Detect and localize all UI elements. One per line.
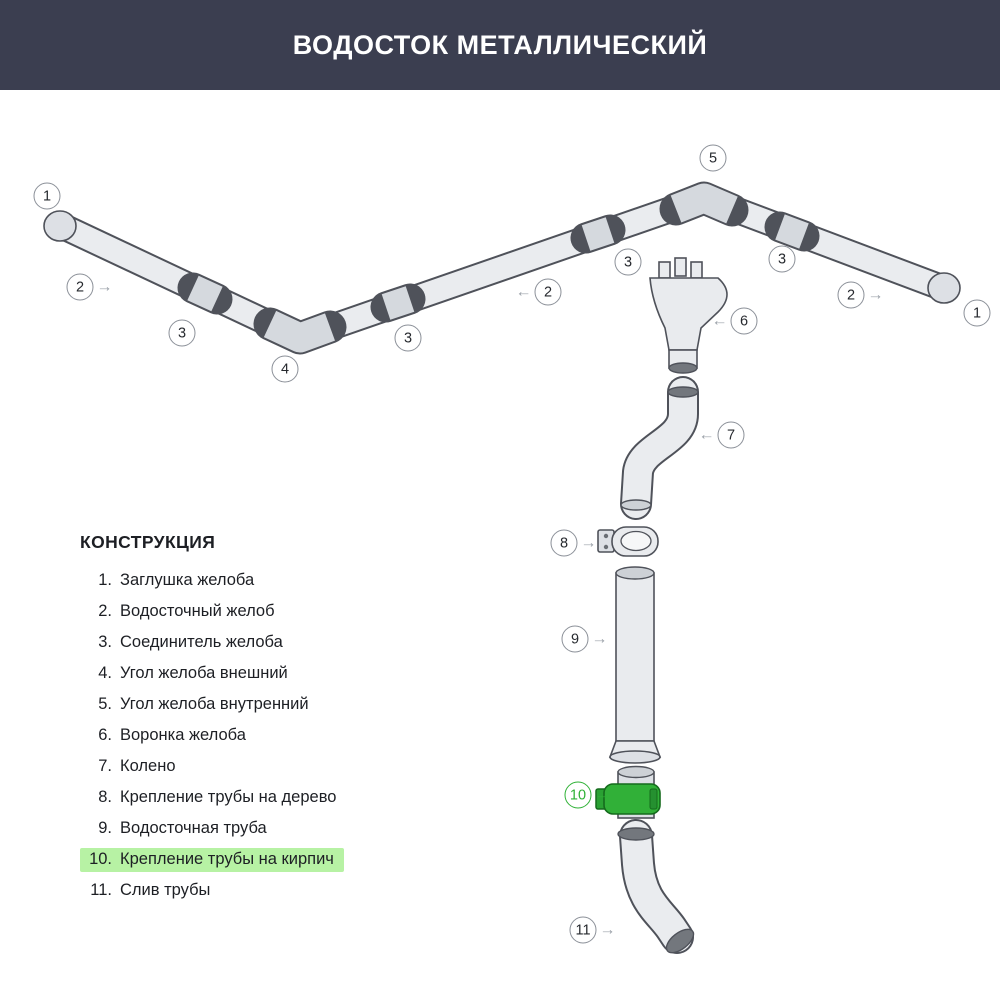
inner-corner-part [659, 181, 749, 227]
legend-item-row: 3. Соединитель желоба [80, 631, 293, 655]
outer-corner-part [253, 307, 347, 355]
legend-item-label: Крепление трубы на кирпич [120, 850, 334, 868]
legend-item-label: Угол желоба внутренний [120, 695, 309, 713]
legend-item-number: 4. [98, 664, 112, 682]
legend-item-row: 8. Крепление трубы на дерево [80, 786, 346, 810]
legend-item: 1. Заглушка желоба [80, 569, 346, 593]
header: ВОДОСТОК МЕТАЛЛИЧЕСКИЙ [0, 0, 1000, 90]
legend-item-highlighted: 10. Крепление трубы на кирпич [80, 848, 344, 872]
legend-item: 9. Водосточная труба [80, 817, 346, 841]
legend-item-row: 5. Угол желоба внутренний [80, 693, 319, 717]
legend-item: 7. Колено [80, 755, 346, 779]
legend-item-label: Заглушка желоба [120, 571, 255, 589]
legend-item-label: Водосточная труба [120, 819, 267, 837]
legend-item-row: 7. Колено [80, 755, 186, 779]
legend-item: 6. Воронка желоба [80, 724, 346, 748]
legend-item-number: 10. [89, 850, 112, 868]
legend-item-row: 9. Водосточная труба [80, 817, 277, 841]
end-cap-left [43, 210, 77, 242]
gutter-run [48, 184, 957, 352]
funnel-part [649, 257, 728, 374]
drain-elbow-part [617, 819, 695, 954]
legend-title: КОНСТРУКЦИЯ [80, 532, 216, 552]
legend-item-label: Угол желоба внешний [120, 664, 288, 682]
elbow-part [620, 376, 699, 520]
legend-item-number: 11. [90, 881, 112, 899]
legend-item: 10. Крепление трубы на кирпич [80, 848, 346, 872]
legend-item-number: 2. [98, 602, 112, 620]
legend-item-label: Крепление трубы на дерево [120, 788, 337, 806]
legend-item-label: Колено [120, 757, 176, 775]
legend-item-row: 1. Заглушка желоба [80, 569, 264, 593]
legend-item-number: 5. [98, 695, 112, 713]
legend-item-row: 4. Угол желоба внешний [80, 662, 298, 686]
brick-bracket-part [595, 765, 661, 819]
legend-item-label: Соединитель желоба [120, 633, 283, 651]
legend-item: 8. Крепление трубы на дерево [80, 786, 346, 810]
legend-item-row: 6. Воронка желоба [80, 724, 256, 748]
end-cap-right [927, 272, 961, 304]
wood-bracket-part [597, 526, 659, 557]
legend-item-number: 9. [98, 819, 112, 837]
legend-item-number: 8. [98, 788, 112, 806]
legend-item: 11. Слив трубы [80, 879, 346, 903]
legend-item-number: 3. [98, 633, 112, 651]
legend-item-row: 2. Водосточный желоб [80, 600, 285, 624]
legend-item: 5. Угол желоба внутренний [80, 693, 346, 717]
legend-item-label: Воронка желоба [120, 726, 246, 744]
legend-item-label: Слив трубы [120, 881, 211, 899]
legend: КОНСТРУКЦИЯ 1. Заглушка желоба 2. Водосточн… [80, 532, 346, 910]
legend-item: 3. Соединитель желоба [80, 631, 346, 655]
page-title: ВОДОСТОК МЕТАЛЛИЧЕСКИЙ [292, 29, 708, 60]
legend-item: 2. Водосточный желоб [80, 600, 346, 624]
legend-item-label: Водосточный желоб [120, 602, 275, 620]
legend-list: 1. Заглушка желоба 2. Водосточный желоб 3. Со… [80, 569, 346, 903]
legend-item-number: 1. [98, 571, 112, 589]
legend-item-number: 7. [98, 757, 112, 775]
downpipe-part [608, 566, 662, 764]
legend-item: 4. Угол желоба внешний [80, 662, 346, 686]
gutter-connector-parts [177, 211, 820, 323]
legend-item-row: 11. Слив трубы [80, 879, 220, 903]
legend-item-number: 6. [98, 726, 112, 744]
